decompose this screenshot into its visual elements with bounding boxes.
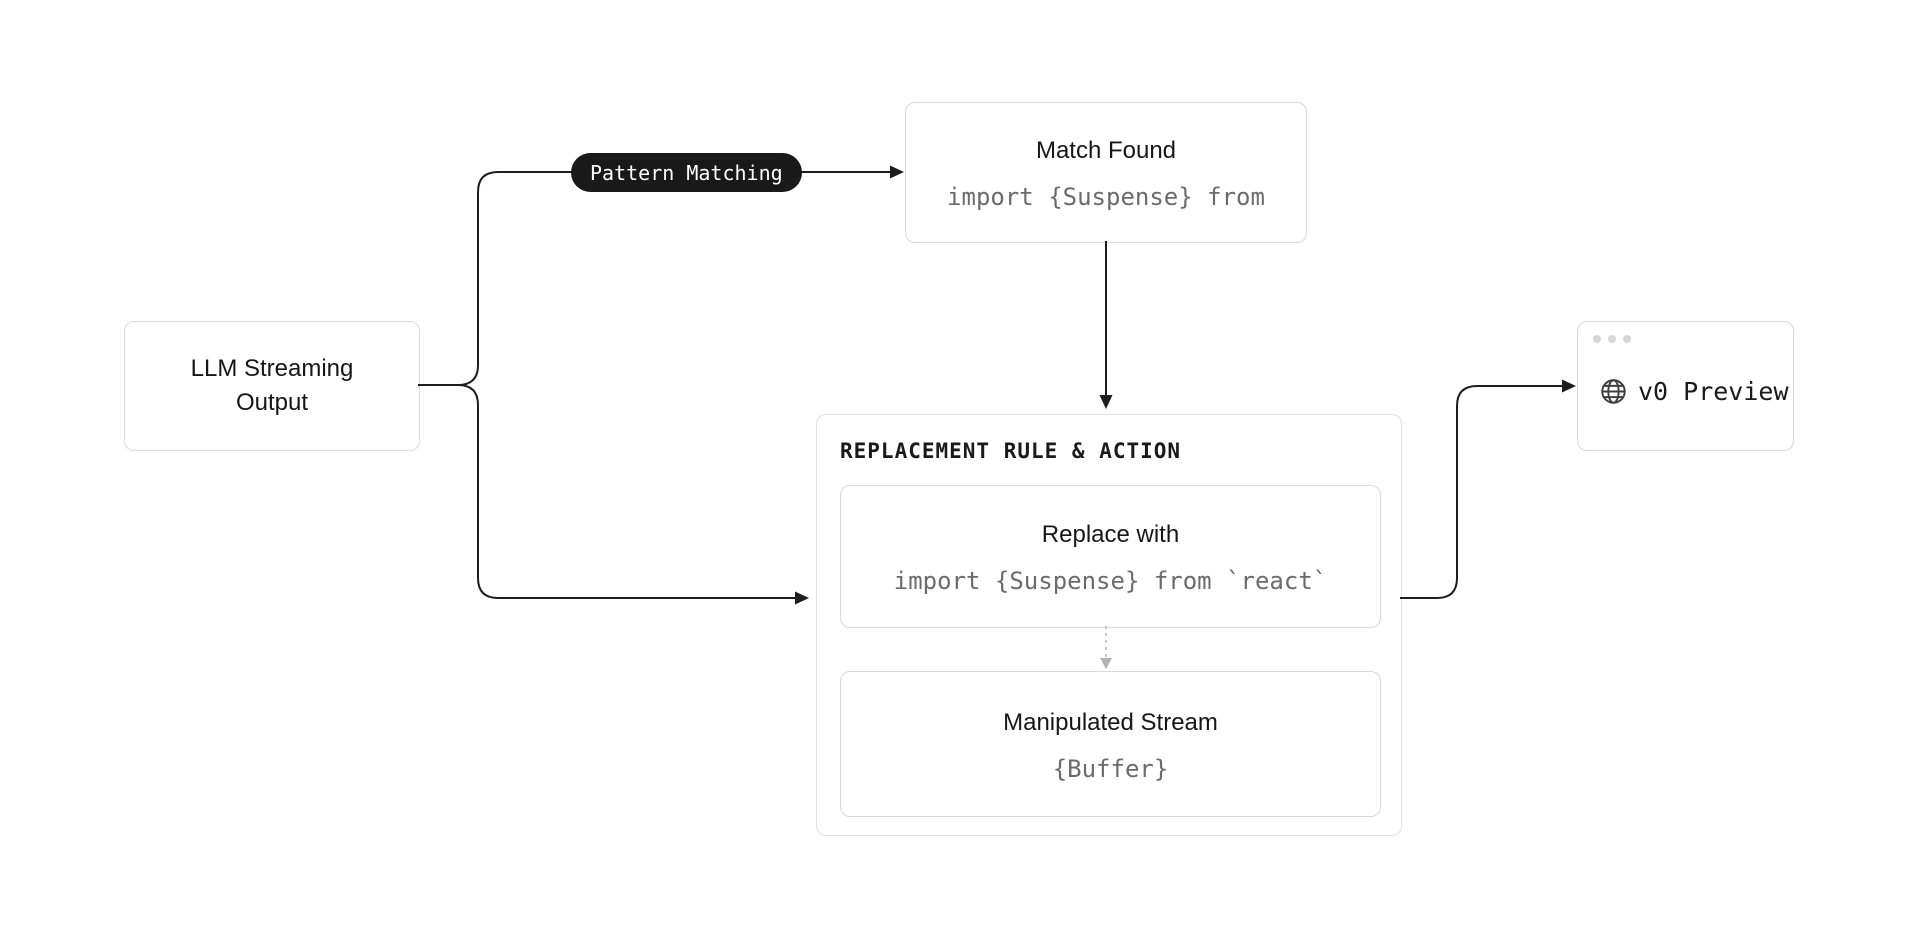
preview-content: v0 Preview [1600,377,1789,406]
globe-icon [1601,378,1626,404]
preview-label: v0 Preview [1638,376,1789,406]
window-control-dots [1593,335,1631,343]
node-title: LLM Streaming Output [190,355,354,416]
node-title: Match Found [1035,137,1177,164]
node-match-found: Match Found import {Suspense} from [905,102,1307,243]
window-dot [1593,335,1601,343]
node-replace-with: Replace with import {Suspense} from `rea… [840,485,1381,628]
window-dot [1623,335,1631,343]
arrowhead-group-left [795,591,809,605]
node-code-snippet: {Buffer} [1052,754,1169,783]
pattern-matching-badge: Pattern Matching [571,153,802,192]
edge-llm-to-group [457,384,796,599]
node-llm-streaming-output: LLM Streaming Output [124,321,420,451]
edge-group-to-preview [1400,385,1563,599]
node-title: Replace with [1041,521,1180,548]
node-manipulated-stream: Manipulated Stream {Buffer} [840,671,1381,817]
group-header: REPLACEMENT RULE & ACTION [840,439,1182,463]
arrowhead-group-top [1099,395,1113,409]
arrowhead-match [890,165,904,179]
edge-llm-to-match [418,171,891,386]
node-code-snippet: import {Suspense} from `react` [893,567,1328,595]
node-v0-preview: v0 Preview [1577,321,1794,451]
window-dot [1608,335,1616,343]
node-code-snippet: import {Suspense} from [947,183,1265,211]
badge-label: Pattern Matching [590,160,783,185]
node-title: Manipulated Stream [1003,708,1218,736]
group-replacement-rule-action: REPLACEMENT RULE & ACTION Replace with i… [816,414,1402,836]
arrowhead-preview [1562,379,1576,393]
